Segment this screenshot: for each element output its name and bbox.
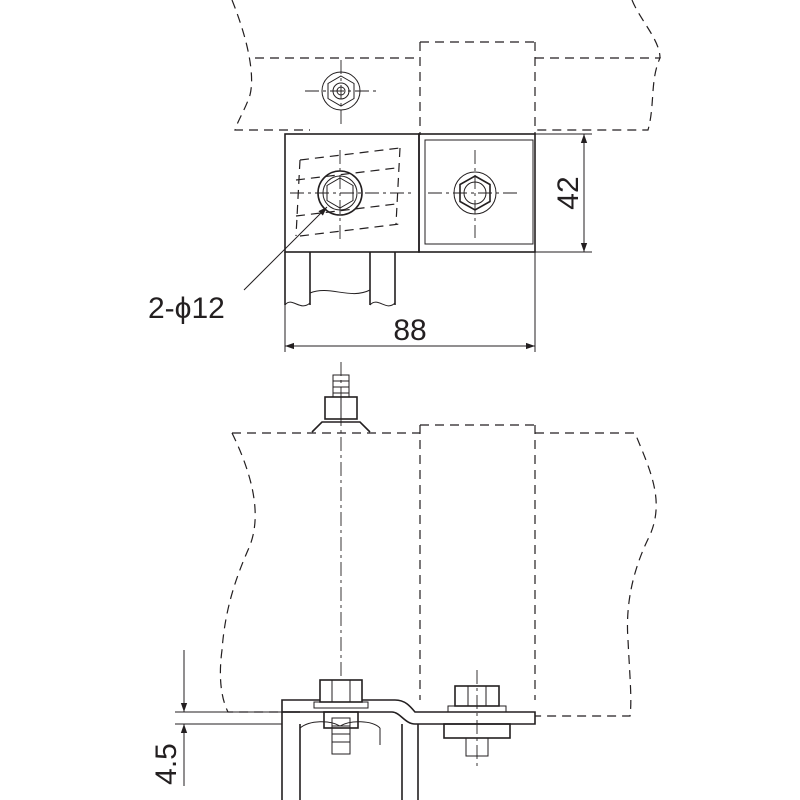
post-break-left xyxy=(284,301,311,307)
post-break-right xyxy=(369,301,396,307)
left-hole-bolt xyxy=(290,150,412,240)
dimension-thickness-label: 4.5 xyxy=(150,743,183,785)
dimension-thickness: 4.5 xyxy=(150,650,282,786)
right-bolt-assembly xyxy=(443,670,511,770)
phantom-frame-right-elev xyxy=(535,432,657,717)
phantom-column xyxy=(419,41,536,135)
phantom-frame-right-edge xyxy=(631,0,661,59)
hole-callout-label: 2-ϕ12 xyxy=(148,292,225,325)
right-hole-bolt xyxy=(428,150,520,238)
channel-lip xyxy=(299,721,381,729)
bracket-plate-right xyxy=(418,133,536,253)
phantom-frame-left-elev xyxy=(219,432,420,713)
channel-inner xyxy=(299,728,381,745)
dimension-height: 42 xyxy=(535,133,592,253)
top-stud-bolt xyxy=(311,362,371,700)
dimension-height-label: 42 xyxy=(552,176,585,209)
phantom-frame-left xyxy=(231,0,310,131)
plan-view: 42 88 2-ϕ12 xyxy=(148,0,661,352)
dimension-width: 88 xyxy=(284,252,536,352)
bracket-inner-rect xyxy=(424,139,534,245)
support-posts xyxy=(284,252,396,305)
left-bolt-assembly xyxy=(313,679,369,755)
dimension-width-label: 88 xyxy=(393,314,426,347)
hole-leader: 2-ϕ12 xyxy=(148,206,328,325)
hidden-slot xyxy=(295,147,401,237)
phantom-column-elev xyxy=(419,424,536,700)
channel-rail xyxy=(281,711,419,800)
phantom-frame-right xyxy=(535,57,661,131)
upper-bolt xyxy=(305,60,378,125)
elevation-view: 4.5 xyxy=(150,362,657,800)
bracket-plate-elev xyxy=(281,699,536,725)
post-break-mid xyxy=(309,289,371,294)
